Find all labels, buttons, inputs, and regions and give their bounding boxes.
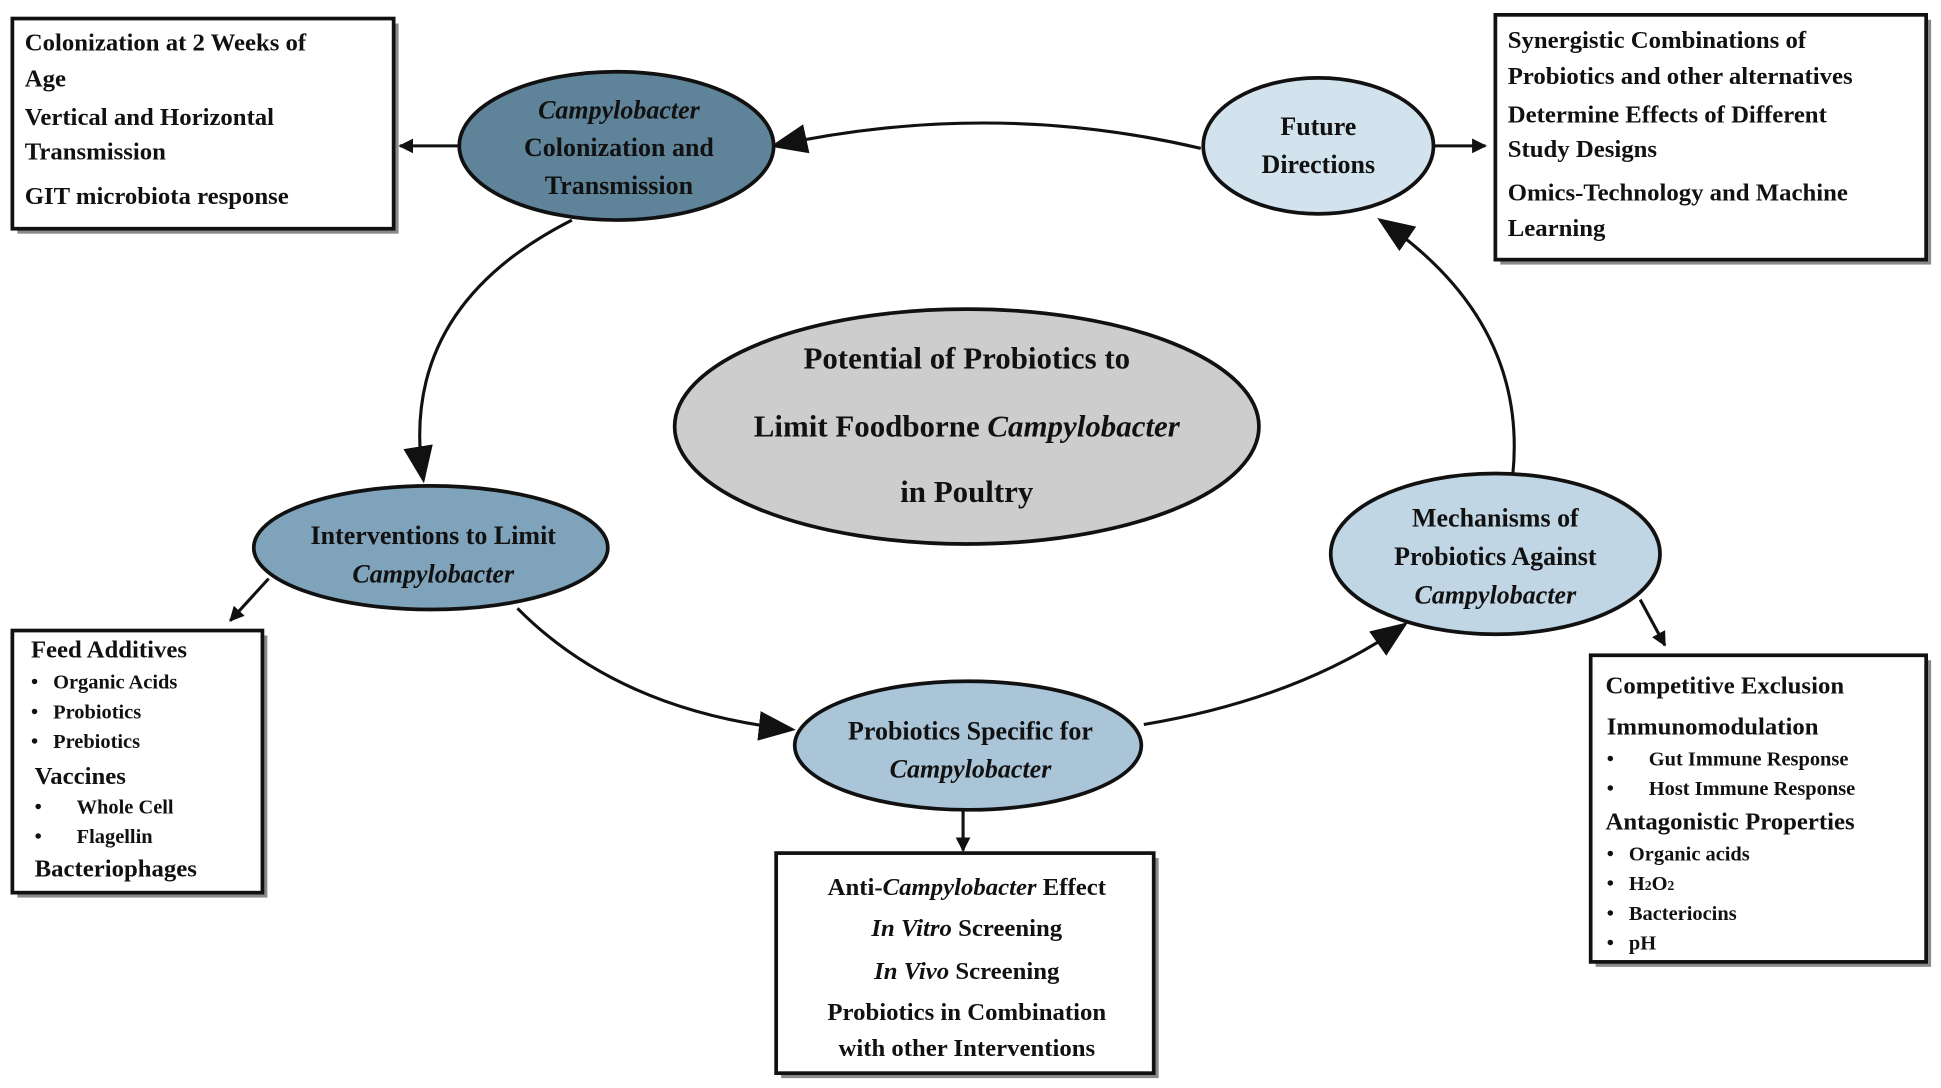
diagram-text: Synergistic Combinations of <box>1508 27 1807 54</box>
diagram-text: Probiotics in Combination <box>827 999 1106 1026</box>
diagram-text: Campylobacter <box>1415 580 1578 609</box>
diagram-text: Interventions to Limit <box>311 521 557 550</box>
cycle-arrow-4 <box>1377 217 1516 477</box>
diagram-text: Determine Effects of Different <box>1508 101 1828 128</box>
box-mechanisms: Competitive Exclusion Immunomodulation •… <box>1588 653 1932 967</box>
diagram-text: Mechanisms of <box>1412 504 1579 533</box>
diagram-text: Campylobacter <box>538 96 701 125</box>
diagram-text: Probiotics Specific for <box>848 716 1093 745</box>
center-title-line: Limit Foodborne Campylobacter <box>754 408 1181 443</box>
cycle-arrow-2 <box>516 607 796 741</box>
diagram-text: Probiotics and other alternatives <box>1508 63 1853 90</box>
diagram-text: • Host Immune Response <box>1607 778 1855 800</box>
diagram-text: In Vitro Screening <box>870 915 1062 942</box>
diagram-text: Omics-Technology and Machine <box>1508 179 1848 206</box>
box-colonization: Colonization at 2 Weeks of Age Vertical … <box>10 16 399 234</box>
diagram-text: GIT microbiota response <box>25 183 289 210</box>
diagram-text: Bacteriocins <box>1629 903 1737 925</box>
diagram-text: Bacteriophages <box>35 856 198 883</box>
diagram-text: • Organic acids <box>1607 844 1750 866</box>
diagram-text: Campylobacter <box>883 874 1037 901</box>
diagram-text: • Bacteriocins <box>1607 903 1737 925</box>
diagram-text: Probiotics Against <box>1394 542 1597 571</box>
cycle-arrow-1 <box>403 218 573 484</box>
node-probiotics-specific: Probiotics Specific for Campylobacter <box>792 679 1144 812</box>
diagram-text: 2 <box>1645 878 1652 893</box>
diagram-text: Organic acids <box>1629 844 1750 866</box>
center-node: Potential of Probiotics to Limit Foodbor… <box>672 307 1261 546</box>
diagram-text: Immunomodulation <box>1607 713 1819 740</box>
diagram-text: Colonization and <box>524 133 714 162</box>
node-future-directions: Future Directions <box>1201 76 1436 216</box>
center-title-line: in Poultry <box>900 474 1034 509</box>
diagram-text: Feed Additives <box>31 637 187 664</box>
arrow-to-mechanisms-box <box>1638 598 1667 647</box>
diagram-text: Organic Acids <box>53 672 177 694</box>
diagram-text: Anti- <box>828 874 883 901</box>
node-mechanisms: Mechanisms of Probiotics Against Campylo… <box>1328 471 1662 637</box>
cycle-arrow-5 <box>770 121 1202 154</box>
diagram-text: pH <box>1629 933 1656 955</box>
diagram-text: Antagonistic Properties <box>1606 809 1855 836</box>
diagram-text: Age <box>25 66 66 93</box>
diagram-text: Screening <box>949 958 1060 985</box>
node-colonization: Campylobacter Colonization and Transmiss… <box>457 69 776 222</box>
box-probiotics: Anti-Campylobacter Effect In Vitro Scree… <box>774 851 1159 1079</box>
diagram-text: Probiotics <box>53 701 141 723</box>
diagram-text: H <box>1629 873 1645 895</box>
diagram-text: • Gut Immune Response <box>1607 748 1849 770</box>
center-title-line: Potential of Probiotics to <box>803 340 1130 375</box>
diagram-text: Competitive Exclusion <box>1606 673 1845 700</box>
diagram-text: Anti-Campylobacter Effect <box>828 874 1107 901</box>
diagram-text: In Vivo <box>873 958 949 985</box>
diagram-text: Study Designs <box>1508 136 1658 163</box>
diagram-text: • Organic Acids <box>31 672 177 694</box>
diagram-text: Vertical and Horizontal <box>25 104 274 131</box>
diagram-text: • H2O2 <box>1607 873 1675 895</box>
diagram-text: Vaccines <box>35 763 127 790</box>
diagram-text: Effect <box>1037 874 1107 901</box>
diagram-text: Flagellin <box>77 826 154 848</box>
diagram-text: with other Interventions <box>838 1035 1095 1062</box>
diagram-text: • Prebiotics <box>31 731 140 753</box>
diagram-text: Colonization at 2 Weeks of <box>25 30 307 57</box>
box-interventions: Feed Additives • Organic Acids • Probiot… <box>10 628 268 898</box>
diagram-text: In Vivo Screening <box>873 958 1060 985</box>
node-interventions: Interventions to Limit Campylobacter <box>251 484 610 612</box>
diagram-text: 2 <box>1668 878 1675 893</box>
diagram-text: Campylobacter <box>890 755 1053 784</box>
diagram-text: • Probiotics <box>31 701 141 723</box>
diagram-text: Transmission <box>545 171 694 200</box>
diagram-text: Whole Cell <box>77 797 174 819</box>
cycle-arrow-3 <box>1143 622 1409 727</box>
box-future: Synergistic Combinations of Probiotics a… <box>1493 12 1932 265</box>
diagram-text: Learning <box>1508 215 1606 242</box>
diagram-text: O <box>1652 873 1668 895</box>
diagram-text: Campylobacter <box>987 408 1180 443</box>
diagram-text: Screening <box>952 915 1063 942</box>
diagram-text: Gut Immune Response <box>1649 748 1849 770</box>
diagram-text: Prebiotics <box>53 731 140 753</box>
diagram-text: Directions <box>1262 150 1376 179</box>
diagram-text: Transmission <box>25 139 166 166</box>
diagram-text: In Vitro <box>870 915 951 942</box>
diagram-text: Future <box>1280 112 1356 141</box>
diagram-text: Limit Foodborne <box>754 408 988 443</box>
diagram-text: • pH <box>1607 933 1657 955</box>
arrow-to-interventions-box <box>229 577 270 622</box>
diagram-text: Host Immune Response <box>1649 778 1855 800</box>
diagram-text: Campylobacter <box>352 559 515 588</box>
